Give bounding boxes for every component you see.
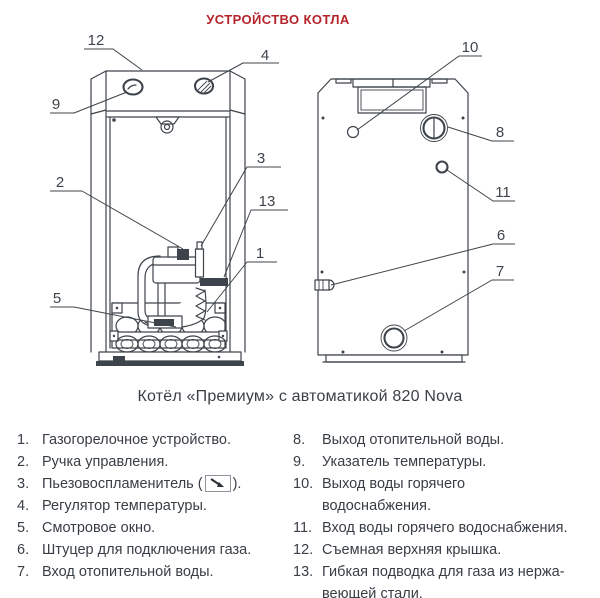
callout-13: 13: [223, 193, 288, 278]
legend-item-number: 13.: [293, 564, 314, 580]
page-title: УСТРОЙСТВО КОТЛА: [206, 12, 350, 27]
legend-item-text: Штуцер для подключения газа.: [42, 542, 252, 558]
legend-item-10: 10. Выход воды горячего водоснабжения.: [293, 473, 575, 517]
piezo-spark-icon: [204, 475, 231, 492]
callout-10: 10: [356, 39, 482, 131]
callout-number-9: 9: [52, 96, 60, 113]
legend-item-number: 6.: [17, 542, 30, 558]
legend-item-number: 7.: [17, 564, 30, 580]
legend-item-text: Вход отопительной воды.: [42, 564, 214, 580]
callout-12: 12: [84, 32, 143, 71]
legend-item-8: 8. Выход отопительной воды.: [293, 429, 575, 451]
legend-left-column: 1. Газогорелочное устройство. 2. Ручка у…: [17, 429, 279, 583]
callout-number-13: 13: [259, 193, 276, 210]
legend-item-text: Выход воды горячего водоснабжения.: [322, 476, 466, 514]
callout-number-10: 10: [462, 39, 479, 56]
legend-item-text: Выход отопительной воды.: [322, 432, 505, 448]
callout-5: 5: [50, 290, 177, 328]
legend-item-text: Вход воды горячего водоснабжения.: [322, 520, 568, 536]
callout-2: 2: [50, 174, 184, 250]
legend-item-number: 2.: [17, 454, 30, 470]
callout-6: 6: [330, 227, 515, 286]
boiler-back-view: [314, 78, 469, 363]
callout-number-1: 1: [256, 245, 264, 262]
legend-item-7: 7. Вход отопительной воды.: [17, 561, 279, 583]
callout-1: 1: [206, 245, 277, 313]
corrugated-tube: [195, 287, 206, 321]
legend-item-number: 12.: [293, 542, 314, 558]
legend-item-3: 3. Пьезовоспламенитель ().: [17, 473, 279, 495]
legend-item-text: Указатель температуры.: [322, 454, 487, 470]
heating-water-inlet-port: [380, 324, 408, 352]
legend-item-5: 5. Смотровое окно.: [17, 517, 279, 539]
callout-number-4: 4: [261, 47, 269, 64]
boiler-front-view: [90, 70, 246, 366]
callout-7: 7: [403, 263, 514, 332]
legend-item-6: 6. Штуцер для подключения газа.: [17, 539, 279, 561]
legend-item-text: Съемная верхняя крышка.: [322, 542, 502, 558]
legend-item-1: 1. Газогорелочное устройство.: [17, 429, 279, 451]
piezo-igniter-electrode: [194, 248, 205, 278]
legend-item-12: 12. Съемная верхняя крышка.: [293, 539, 575, 561]
legend-item-9: 9. Указатель температуры.: [293, 451, 575, 473]
temperature-regulator-knob: [193, 77, 215, 95]
hot-water-inlet-port: [435, 160, 449, 174]
callout-number-11: 11: [495, 184, 511, 201]
callout-number-12: 12: [88, 32, 105, 49]
legend-item-text: Пьезовоспламенитель ().: [42, 473, 279, 495]
legend-item-text: Ручка управления.: [42, 454, 169, 470]
legend-item-2: 2. Ручка управления.: [17, 451, 279, 473]
legend-item-number: 9.: [293, 454, 306, 470]
callout-8: 8: [447, 124, 514, 142]
callout-3: 3: [200, 150, 281, 247]
flexible-gas-hose: [200, 278, 228, 286]
legend-item-number: 10.: [293, 476, 314, 492]
callout-4: 4: [207, 47, 279, 83]
callout-number-2: 2: [56, 174, 64, 191]
legend-item-number: 8.: [293, 432, 306, 448]
heating-water-outlet-port: [420, 114, 448, 142]
legend-item-number: 4.: [17, 498, 30, 514]
legend-item-text: Газогорелочное устройство.: [42, 432, 231, 448]
legend-item-number: 3.: [17, 476, 30, 492]
callout-11: 11: [446, 169, 515, 202]
legend-item-text: Смотровое окно.: [42, 520, 156, 536]
legend-item-number: 11.: [293, 520, 313, 536]
legend-item-4: 4. Регулятор температуры.: [17, 495, 279, 517]
callout-number-8: 8: [496, 124, 504, 141]
callout-number-7: 7: [496, 263, 504, 280]
hot-water-outlet-port: [346, 125, 360, 139]
callout-9: 9: [50, 91, 128, 114]
legend-item-text-pre: Пьезовоспламенитель (: [42, 476, 203, 492]
legend-item-text: Гибкая подводка для газа из нержа-веющей…: [322, 564, 565, 598]
control-knob: [177, 249, 189, 260]
callout-number-6: 6: [497, 227, 505, 244]
legend-item-number: 1.: [17, 432, 30, 448]
gas-connection-fitting: [314, 279, 335, 291]
legend-item-text: Регулятор температуры.: [42, 498, 207, 514]
legend-item-text-post: ).: [232, 476, 242, 492]
callout-number-5: 5: [53, 290, 61, 307]
legend-item-13: 13. Гибкая подводка для газа из нержа-ве…: [293, 561, 575, 598]
temperature-indicator: [122, 78, 144, 96]
callout-number-3: 3: [257, 150, 265, 167]
legend-item-11: 11. Вход воды горячего водоснабжения.: [293, 517, 575, 539]
legend-right-column: 8. Выход отопительной воды. 9. Указатель…: [293, 429, 575, 598]
figure-caption: Котёл «Премиум» с автоматикой 820 Nova: [137, 388, 463, 405]
gas-valve-automation-unit: [137, 241, 228, 329]
legend-item-number: 5.: [17, 520, 30, 536]
